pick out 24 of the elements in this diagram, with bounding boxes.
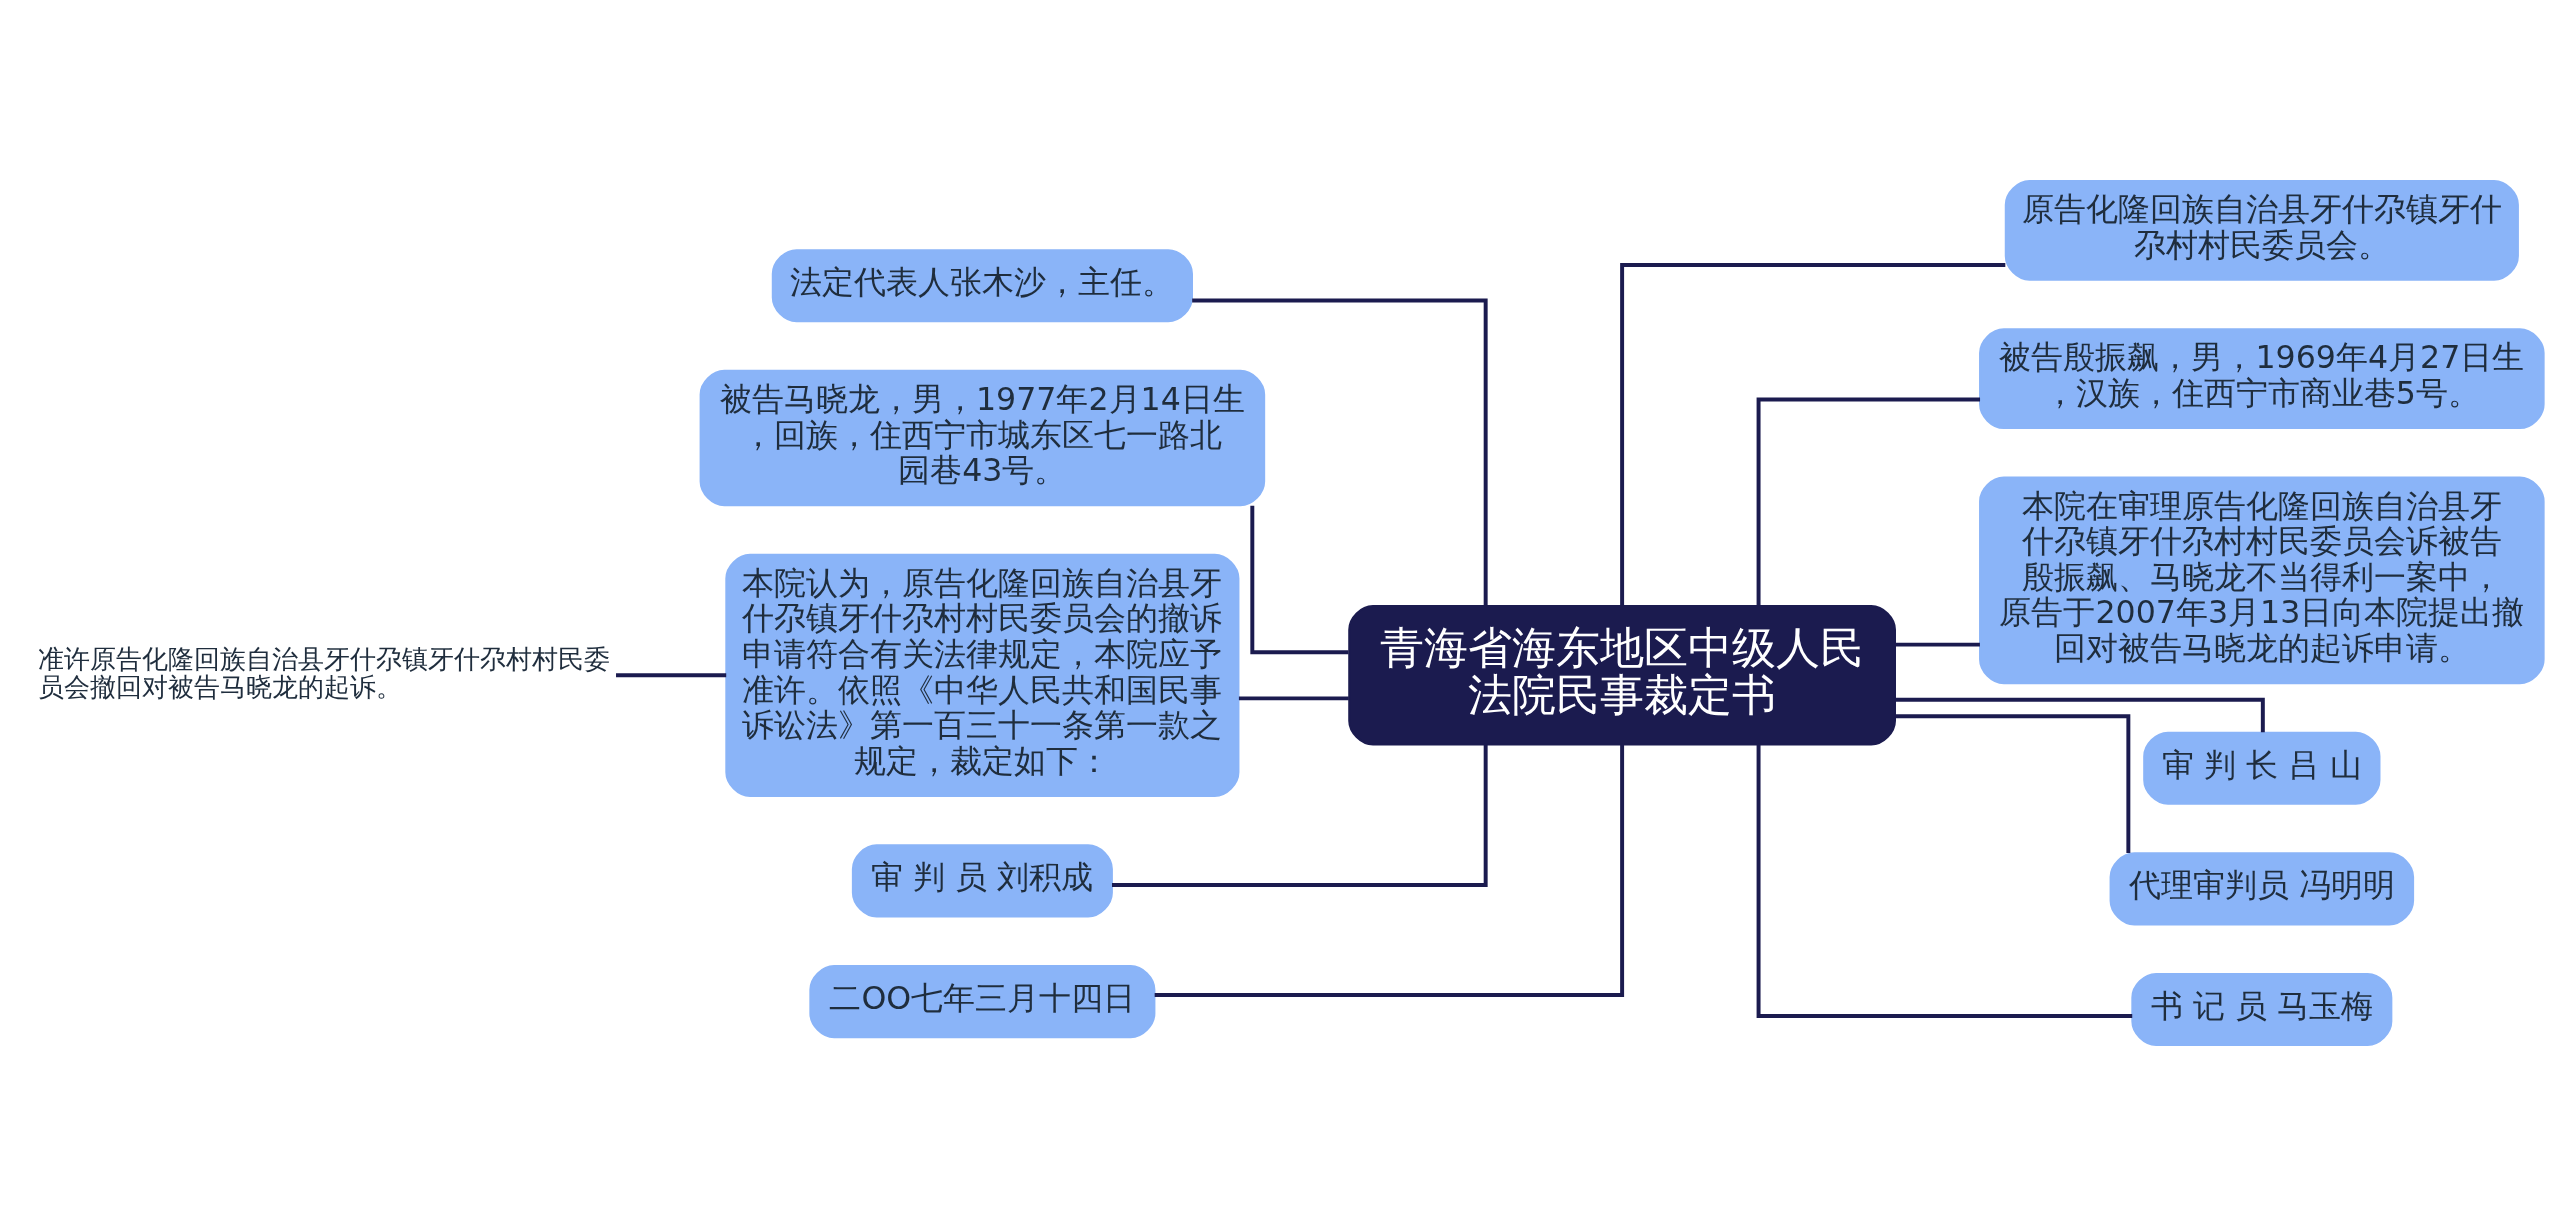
node-box: 被告殷振飙，男，1969年4月27日生，汉族，住西宁市商业巷5号。 [1979,327,2545,429]
node-box: 书 记 员 马玉梅 [2131,972,2393,1046]
connector [1895,713,2131,853]
node-box: 本院认为，原告化隆回族自治县牙什尕镇牙什尕村村民委员会的撤诉申请符合有关法律规定，本院应予准许。依照《中华人民共和国民事诉讼法》第一百三十一条第一款之规定，裁定如下： [725,553,1240,797]
node-box: 二OO七年三月十四日 [809,964,1156,1038]
node-box: 青海省海东地区中级人民法院民事裁定书 [1348,604,1896,745]
node-box: 原告化隆回族自治县牙什尕镇牙什尕村村民委员会。 [2004,179,2519,281]
connector [1238,695,1349,700]
node-box: 代理审判员 冯明明 [2109,851,2415,925]
connector [1756,744,2133,1018]
connector [1112,744,1488,887]
node-text: 准许原告化隆回族自治县牙什尕镇牙什尕村村民委员会撤回对被告马晓龙的起诉。 [38,643,611,702]
connector [1192,298,1488,606]
connector [1620,262,2006,606]
node-box: 法定代表人张木沙，主任。 [771,248,1193,322]
connector [1895,642,1980,647]
node-box: 审 判 长 吕 山 [2143,731,2381,805]
connector [1756,396,1981,606]
node-box: 本院在审理原告化隆回族自治县牙什尕镇牙什尕村村民委员会诉被告殷振飙、马晓龙不当得利一案中，原告于2007年3月13日向本院提出撤回对被告马晓龙的起诉申请。 [1979,476,2545,684]
connector [1250,505,1349,654]
connector [1154,744,1625,997]
node-box: 审 判 员 刘积成 [851,843,1113,918]
node-box: 被告马晓龙，男，1977年2月14日生，回族，住西宁市城东区七一路北园巷43号。 [699,369,1266,506]
connector [616,672,727,677]
